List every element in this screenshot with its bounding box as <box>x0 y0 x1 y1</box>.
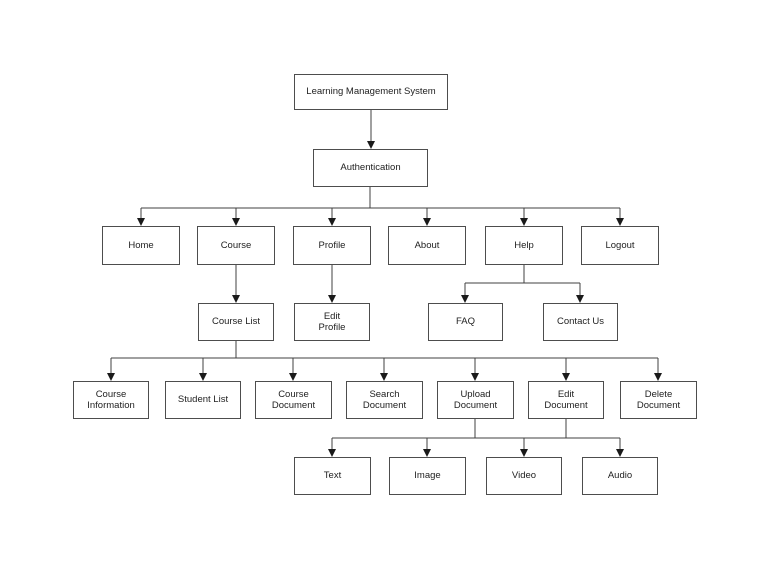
node-contact-us: Contact Us <box>543 303 618 341</box>
node-profile: Profile <box>293 226 371 265</box>
node-logout: Logout <box>581 226 659 265</box>
node-video: Video <box>486 457 562 495</box>
node-course-list: Course List <box>198 303 274 341</box>
node-course: Course <box>197 226 275 265</box>
node-upload-document: Upload Document <box>437 381 514 419</box>
node-help: Help <box>485 226 563 265</box>
node-student-list: Student List <box>165 381 241 419</box>
node-home: Home <box>102 226 180 265</box>
node-search-document: Search Document <box>346 381 423 419</box>
node-faq: FAQ <box>428 303 503 341</box>
node-learning-management-system: Learning Management System <box>294 74 448 110</box>
node-authentication: Authentication <box>313 149 428 187</box>
node-text: Text <box>294 457 371 495</box>
node-delete-document: Delete Document <box>620 381 697 419</box>
node-edit-document: Edit Document <box>528 381 604 419</box>
node-image: Image <box>389 457 466 495</box>
node-about: About <box>388 226 466 265</box>
node-audio: Audio <box>582 457 658 495</box>
node-course-document: Course Document <box>255 381 332 419</box>
node-course-information: Course Information <box>73 381 149 419</box>
node-edit-profile: Edit Profile <box>294 303 370 341</box>
